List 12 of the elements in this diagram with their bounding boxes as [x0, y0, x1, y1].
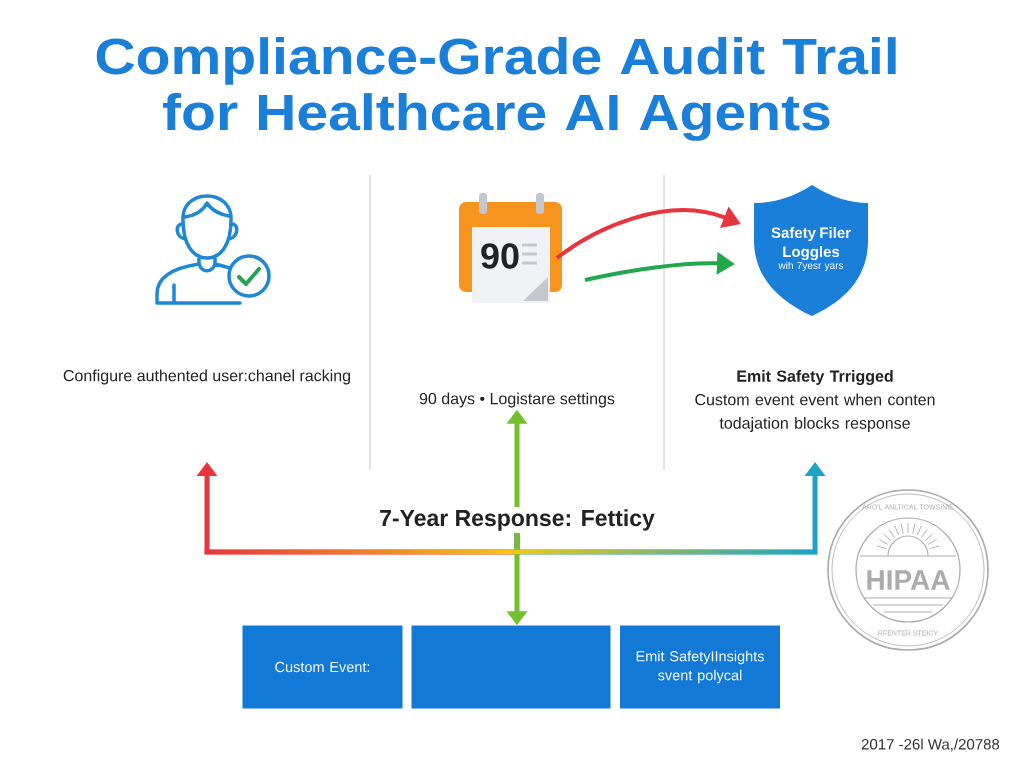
bracket-label: 7-Year Response: Fetticy [380, 509, 655, 531]
seal-text: HIPAA [867, 570, 950, 590]
description-text: 90 days • Logistare settings [419, 392, 615, 408]
title: Compliance-Grade Audit Trail for Healthcare AI Agents [96, 37, 896, 141]
process-box: Emit SafetyIInsights svent polycal [620, 625, 780, 709]
footer-text: 2017 -26l Wa,/20788 [861, 738, 1000, 752]
description-text: Configure authented user:chanel racking [63, 369, 350, 385]
description-text: Emit Safety Trrigged Custom event event when conten todajation blocks response [695, 370, 935, 432]
process-box: Custom Event: [242, 625, 403, 709]
process-box [411, 625, 611, 709]
calendar: 90 [459, 193, 562, 303]
shield: Safety Filer Loggles wih 7yesr yars [754, 185, 868, 316]
